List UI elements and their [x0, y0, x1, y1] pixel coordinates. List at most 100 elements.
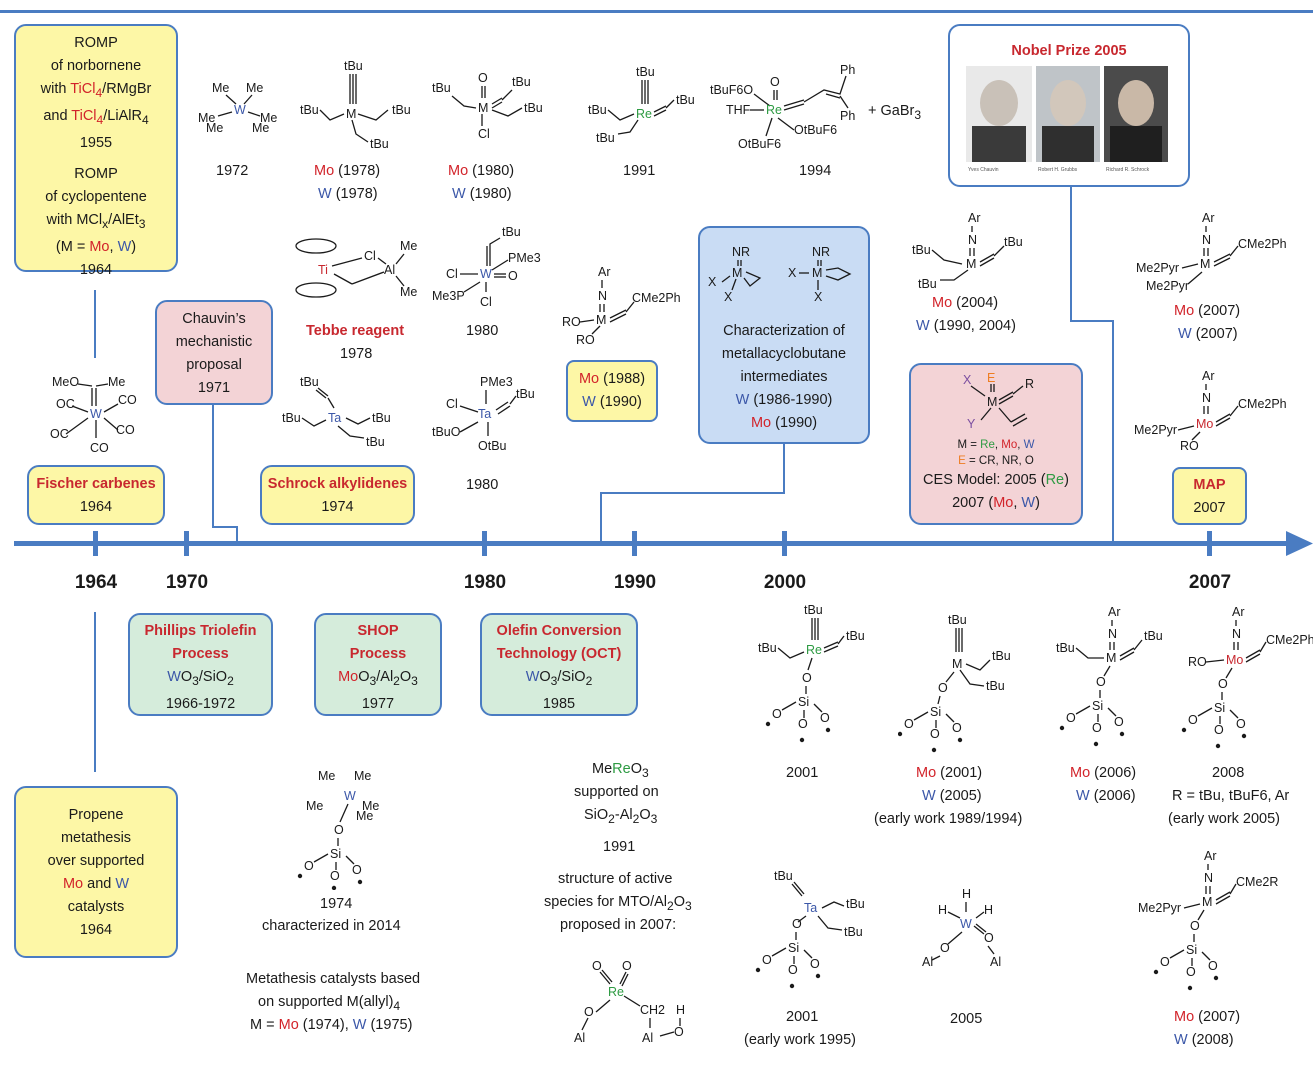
svg-text:Re: Re — [636, 107, 652, 121]
svg-text:tBu: tBu — [370, 137, 389, 151]
svg-text:tBuO: tBuO — [432, 425, 461, 439]
ces-line4: 2007 (Mo, W) — [952, 495, 1040, 511]
svg-text:Ta: Ta — [478, 407, 491, 421]
label-mo2004: Mo (2004) — [932, 295, 999, 311]
svg-text:X: X — [724, 290, 733, 304]
svg-text:Me2Pyr: Me2Pyr — [1136, 261, 1179, 275]
mcb-line3: intermediates — [740, 369, 828, 385]
svg-text:Ta: Ta — [328, 411, 341, 425]
svg-text:OC: OC — [56, 397, 75, 411]
svg-text:tBu: tBu — [636, 65, 655, 79]
oxo-structure: O M tBu tBu tBu Cl — [432, 71, 543, 141]
svg-text:O: O — [508, 269, 518, 283]
svg-text:RO: RO — [1188, 655, 1207, 669]
label-s2006-mo: Mo (2006) — [1070, 765, 1137, 781]
shop-box: SHOP Process MoO3/Al2O3 1977 — [314, 613, 442, 716]
svg-text:M: M — [596, 313, 606, 327]
svg-text:X: X — [708, 275, 717, 289]
chauvin-line2: mechanistic — [175, 334, 253, 350]
svg-text:Y: Y — [967, 417, 976, 431]
label-mo1978: Mo (1978) — [314, 163, 381, 179]
re-surface-structure: tBu Re tBu tBu O Si O O O — [758, 603, 865, 743]
connector-chauvin-v — [212, 405, 214, 527]
svg-text:N: N — [1202, 391, 1211, 405]
svg-text:H: H — [984, 903, 993, 917]
svg-text:Me: Me — [252, 121, 269, 135]
label-mo2007: Mo (2007) — [1174, 303, 1241, 319]
tebbe-year: 1978 — [340, 346, 373, 362]
svg-text:Ar: Ar — [1202, 211, 1215, 225]
label-s2001b-mo: Mo (2001) — [916, 765, 983, 781]
svg-text:Me2Pyr: Me2Pyr — [1134, 423, 1177, 437]
svg-text:tBu: tBu — [676, 93, 695, 107]
svg-text:tBu: tBu — [1144, 629, 1163, 643]
svg-text:NR: NR — [732, 245, 750, 259]
nobel-caption-1: Yves Chauvin — [968, 167, 999, 173]
svg-text:Al: Al — [922, 955, 933, 969]
connector-nobel-v — [1070, 186, 1072, 321]
svg-text:O: O — [1214, 723, 1224, 737]
svg-text:N: N — [1232, 627, 1241, 641]
svg-text:Ph: Ph — [840, 63, 855, 77]
svg-text:RO: RO — [576, 333, 595, 346]
svg-text:O: O — [1190, 919, 1200, 933]
svg-text:Ph: Ph — [840, 109, 855, 123]
svg-text:O: O — [1218, 677, 1228, 691]
connector-chauvin-h — [212, 526, 237, 528]
tick-1964 — [93, 531, 98, 556]
svg-text:M: M — [478, 101, 488, 115]
svg-text:R: R — [1025, 377, 1034, 391]
shop-year: 1977 — [361, 695, 395, 712]
svg-text:tBu: tBu — [992, 649, 1011, 663]
svg-text:O: O — [674, 1025, 684, 1039]
shop-line1: SHOP — [357, 623, 399, 639]
propene-line4: Mo and W — [62, 876, 130, 892]
svg-text:tBu: tBu — [1004, 235, 1023, 249]
romp-box: ROMP of norbornene with TiCl4/RMgBr and … — [14, 24, 178, 278]
svg-text:M: M — [1202, 895, 1212, 909]
svg-text:tBu: tBu — [846, 629, 865, 643]
svg-text:Re: Re — [608, 985, 624, 999]
imido-surface-2007-structure: ArN M CMe2R Me2Pyr O Si O O O — [1138, 849, 1278, 991]
label-ta2001: 2001 — [786, 1009, 819, 1025]
connector-romp — [94, 290, 96, 358]
svg-text:Ar: Ar — [968, 211, 981, 225]
label-allyl1: Metathesis catalysts based — [246, 971, 421, 987]
ta-alkylidene-structure: tBu Ta tBu tBu tBu — [282, 375, 391, 449]
propene-line1: Propene — [68, 807, 124, 823]
label-mto2: supported on — [574, 784, 659, 800]
svg-text:M: M — [346, 107, 356, 121]
svg-text:M: M — [812, 266, 822, 280]
photo-schrock — [1104, 66, 1168, 162]
connector-mcb-h — [600, 492, 785, 494]
oct-line1: Olefin Conversion — [496, 623, 622, 639]
svg-text:Cl: Cl — [480, 295, 492, 308]
bispyrrolide-structure: ArN M CMe2Ph Me2Pyr Me2Pyr — [1136, 211, 1287, 293]
svg-text:Cl: Cl — [364, 249, 376, 263]
svg-text:CO: CO — [90, 441, 109, 455]
schrock-box: Schrock alkylidenes 1974 — [260, 465, 415, 525]
svg-text:tBu: tBu — [588, 103, 607, 117]
mo1988-box: Mo (1988) W (1990) — [566, 360, 658, 422]
tebbe-label: Tebbe reagent — [306, 323, 405, 339]
timeline-axis — [14, 541, 1292, 546]
romp2-line3: with MClx/AlEt3 — [46, 211, 146, 231]
svg-text:Cl: Cl — [446, 397, 458, 411]
svg-text:O: O — [938, 681, 948, 695]
phillips-line2: Process — [172, 646, 229, 662]
chauvin-line1: Chauvin’s — [182, 311, 246, 327]
svg-text:O: O — [584, 1005, 594, 1019]
svg-text:tBu: tBu — [432, 81, 451, 95]
svg-text:Ar: Ar — [1108, 605, 1121, 619]
ces-line1: M = Re, Mo, W — [957, 439, 1035, 451]
nobel-caption-2: Robert H. Grubbs — [1038, 167, 1078, 173]
svg-text:O: O — [772, 707, 782, 721]
ta-surface-structure: tBu Ta tBu tBu O Si O O O — [755, 869, 865, 989]
svg-text:O: O — [792, 917, 802, 931]
tick-1980 — [482, 531, 487, 556]
svg-text:Si: Si — [1092, 699, 1103, 713]
